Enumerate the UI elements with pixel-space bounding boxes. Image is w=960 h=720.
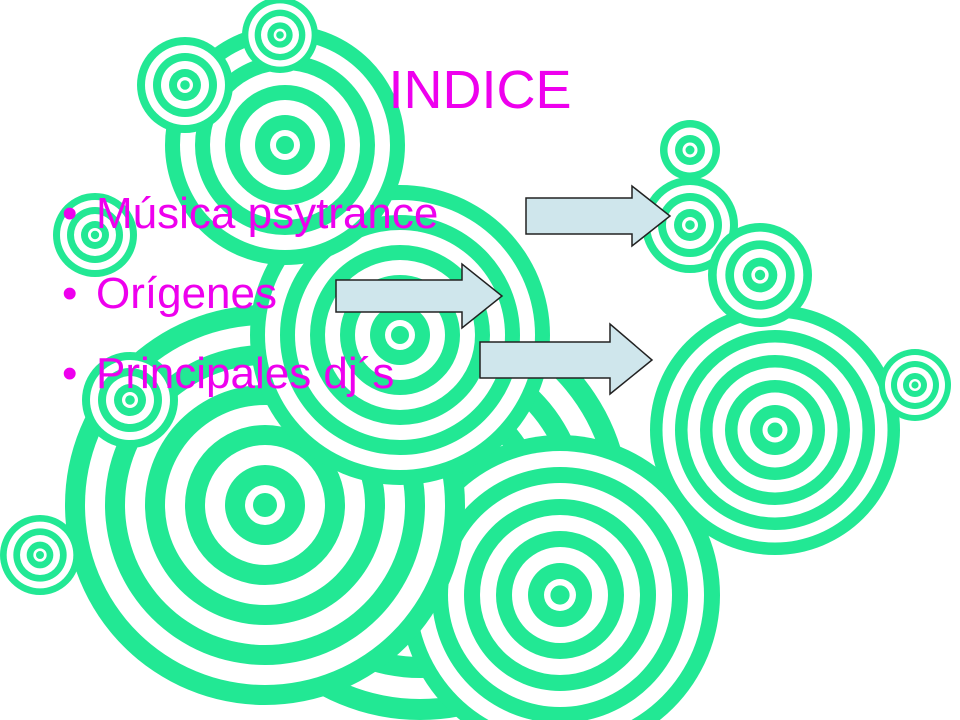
concentric-circle-group — [660, 120, 720, 180]
bullet-marker: • — [62, 269, 78, 318]
bullet-item-origenes: • Orígenes — [62, 262, 438, 342]
concentric-circle-group — [400, 435, 720, 720]
ring-center — [391, 326, 409, 344]
arrow-right-icon — [335, 262, 504, 330]
ring-center — [90, 230, 100, 240]
concentric-circle-group — [708, 223, 812, 327]
concentric-circle-group — [53, 193, 137, 277]
bullet-label: Principales dj´s — [96, 349, 395, 398]
ring-center — [550, 585, 570, 605]
slide-title: INDICE — [388, 60, 572, 120]
concentric-circle-group — [0, 515, 80, 595]
bullet-marker: • — [62, 349, 78, 398]
concentric-circle-group — [650, 305, 900, 555]
ring-center — [36, 551, 44, 559]
bullet-label: Orígenes — [96, 269, 277, 318]
bullet-marker: • — [62, 189, 78, 238]
ring-center — [685, 145, 695, 155]
bullet-item-musica-psytrance: • Música psytrance — [62, 182, 438, 262]
arrow-right-icon — [479, 322, 654, 396]
ring-center — [911, 381, 919, 389]
concentric-circle-group — [82, 352, 178, 448]
bullet-item-principales-djs: • Principales dj´s — [62, 342, 438, 422]
ring-center — [767, 422, 783, 438]
arrow-right-icon — [525, 184, 672, 248]
ring-center — [685, 220, 695, 230]
ring-center — [754, 269, 766, 281]
bullet-list: • Música psytrance • Orígenes • Principales… — [62, 182, 438, 422]
concentric-circle-group — [879, 349, 951, 421]
ring-center — [276, 31, 284, 39]
concentric-circle-group — [137, 37, 233, 133]
concentric-circle-group — [642, 177, 738, 273]
ring-center — [125, 395, 135, 405]
ring-center — [276, 136, 294, 154]
ring-center — [253, 493, 277, 517]
ring-center — [180, 80, 190, 90]
concentric-circle-group — [242, 0, 318, 73]
bullet-label: Música psytrance — [96, 189, 439, 238]
